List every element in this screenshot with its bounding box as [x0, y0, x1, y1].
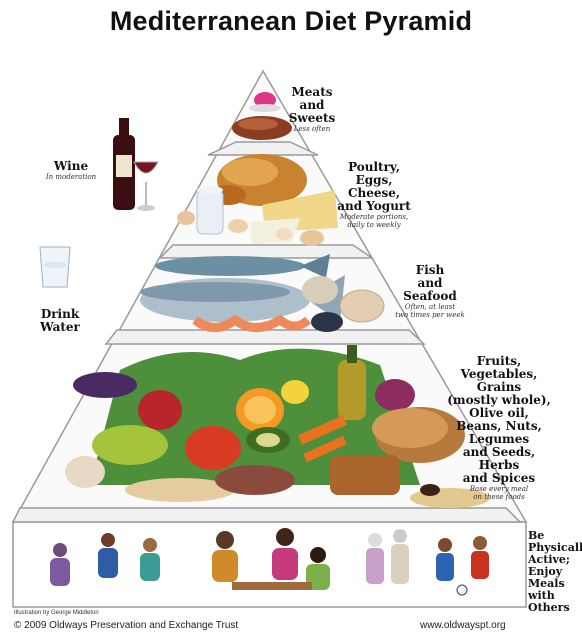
illustration-credit: Illustration by George Middleton — [14, 610, 99, 616]
drink-water-label: Drink Water — [20, 308, 100, 334]
fish-label: FishandSeafood Often, at leasttwo times … — [390, 264, 470, 319]
copyright-text: © 2009 Oldways Preservation and Exchange… — [14, 620, 238, 631]
wine-label: Wine In moderation — [36, 160, 106, 181]
wine-illustration — [113, 118, 158, 211]
activity-label: BePhysicallyActive; EnjoyMealswith Other… — [528, 530, 582, 614]
water-glass-illustration — [40, 247, 70, 287]
website-url[interactable]: www.oldwayspt.org — [420, 620, 506, 631]
poultry-label: Poultry,Eggs,Cheese,and Yogurt Moderate … — [335, 161, 413, 229]
meats-sweets-label: MeatsandSweets Less often — [288, 86, 336, 133]
plant-foods-label: Fruits,Vegetables,Grains (mostly whole),… — [438, 355, 560, 501]
